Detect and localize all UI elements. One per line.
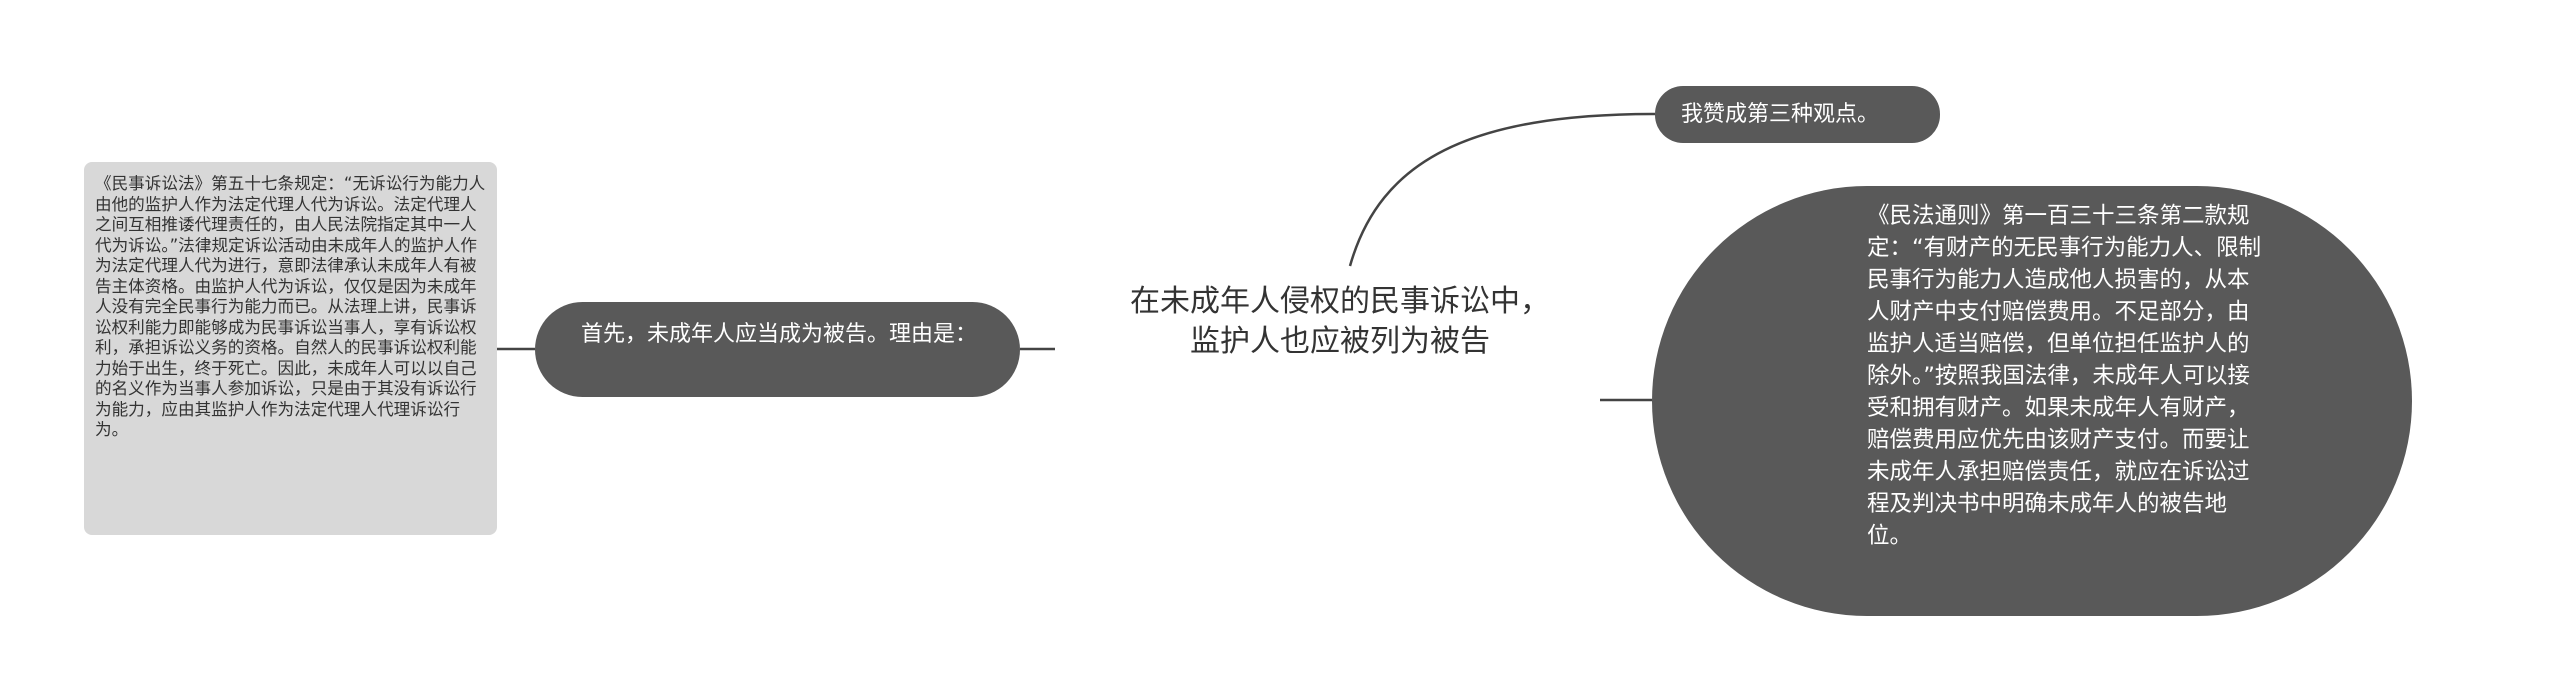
node-agree-third-view[interactable]: 我赞成第三种观点。 [1655,86,1940,143]
central-topic[interactable]: 在未成年人侵权的民事诉讼中，监护人也应被列为被告 [1130,284,1550,359]
node-first-reason[interactable]: 首先，未成年人应当成为被告。理由是： [535,302,1020,397]
node-general-principles-civil-law[interactable]: 《民法通则》第一百三十三条第二款规定：“有财产的无民事行为能力人、限制民事行为能… [1652,186,2412,616]
node-civil-procedure-law[interactable]: 《民事诉讼法》第五十七条规定：“无诉讼行为能力人由他的监护人作为法定代理人代为诉… [84,162,497,535]
connector-central-to-opinion [1348,112,1656,267]
